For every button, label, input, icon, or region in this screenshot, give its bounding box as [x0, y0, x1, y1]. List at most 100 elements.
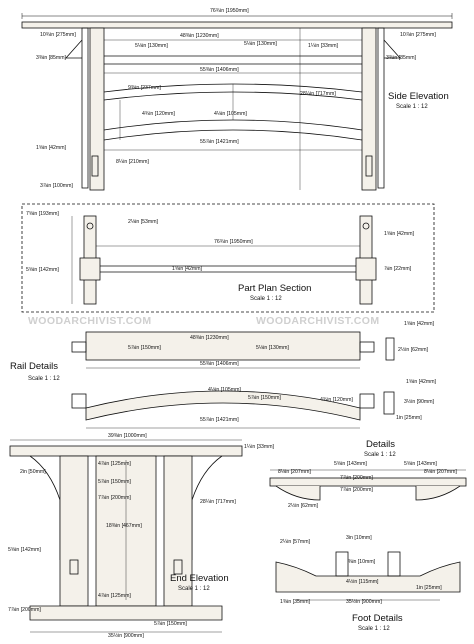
plan-right-peg: [362, 222, 370, 230]
dim-rail-height-a: 4¾in [120mm]: [142, 111, 175, 117]
dim-detail-inner-right: 5⅝in [143mm]: [404, 461, 437, 467]
dim-upper-end-w: 2½in [62mm]: [398, 347, 428, 353]
dim-lower-tenon-l: 5⅞in [150mm]: [248, 395, 281, 401]
dim-foot-foot-h: 1⅜in [35mm]: [280, 599, 310, 605]
dim-detail-height: 2½in [62mm]: [288, 503, 318, 509]
rail-details-drawing: [71, 331, 395, 429]
right-leg-edge: [377, 27, 385, 189]
left-leg: [89, 27, 105, 191]
dim-right-overhang: 10⅞in [275mm]: [400, 32, 436, 38]
end-left-mortise: [69, 559, 79, 575]
foot-left-mortise: [335, 551, 349, 577]
plan-section-scale: Scale 1 : 12: [250, 296, 282, 302]
dim-end-overhang: 1¼in [33mm]: [308, 43, 338, 49]
dim-plan-rail-right: ⅞in [22mm]: [384, 266, 412, 272]
dim-foot-toe: 1in [25mm]: [416, 585, 442, 591]
lower-rail-right-tenon: [359, 393, 375, 409]
lower-rail-detail: [85, 390, 361, 421]
dim-plan-length: 76¾in [1950mm]: [214, 239, 253, 245]
detail-left-bracket: [275, 485, 321, 501]
end-foot: [29, 605, 223, 621]
end-elevation-scale: Scale 1 : 12: [178, 586, 210, 592]
watermark-right: WOODARCHIVIST.COM: [256, 315, 380, 327]
bench-top: [21, 21, 453, 29]
upper-rail-right-tenon: [359, 341, 375, 353]
dim-overall-length: 76¾in [1950mm]: [210, 8, 249, 14]
dim-lower-end-w: 3½in [90mm]: [404, 399, 434, 405]
overall-length-dim-line: [21, 13, 453, 19]
dim-lower-end-t: 1in [25mm]: [396, 415, 422, 421]
dim-top-overhang: 10¾in [275mm]: [40, 32, 76, 38]
dim-plan-tenon-right: 1⅝in [42mm]: [384, 231, 414, 237]
end-right-bracket: [191, 455, 223, 560]
dim-leg-width-right: 3⅜in [85mm]: [386, 55, 416, 61]
bracket-details-drawing: [269, 469, 467, 501]
dim-top-rail-length: 55⅜in [1406mm]: [200, 67, 239, 73]
end-right-post: [163, 455, 193, 607]
dim-plan-tenon: 2⅛in [53mm]: [128, 219, 158, 225]
end-elevation-drawing: [9, 439, 243, 633]
foot-profile: [275, 561, 461, 593]
end-elevation-title: End Elevation: [170, 573, 229, 584]
right-leg: [361, 27, 377, 191]
dim-upper-length: 55⅜in [1406mm]: [200, 361, 239, 367]
dim-end-post-low: 4⅞in [125mm]: [98, 593, 131, 599]
dim-lower-end-h: 1⅝in [42mm]: [406, 379, 436, 385]
dim-detail-bracket-l: 8⅛in [207mm]: [278, 469, 311, 475]
details-scale: Scale 1 : 12: [364, 452, 396, 458]
rail-details-title: Rail Details: [10, 361, 59, 372]
end-left-post: [59, 455, 89, 607]
dim-end-post-w: 4⅞in [125mm]: [98, 461, 131, 467]
dim-end-overhang: 2in [50mm]: [20, 469, 46, 475]
dim-rail-inset-right: 5⅛in [130mm]: [244, 41, 277, 47]
end-right-mortise: [173, 559, 183, 575]
dim-foot-total: 35½in [900mm]: [346, 599, 382, 605]
dim-lower-length: 55⅞in [1421mm]: [200, 417, 239, 423]
dim-upper-tenon-r: 5⅛in [130mm]: [256, 345, 289, 351]
dim-rail-height-b: 4⅛in [105mm]: [214, 111, 247, 117]
detail-right-bracket: [415, 485, 461, 501]
dim-plan-leg-span: 5⅝in [142mm]: [26, 267, 59, 273]
dim-end-top-thick: 1¼in [33mm]: [244, 444, 274, 450]
dim-inner-span: 48⅜in [1230mm]: [180, 33, 219, 39]
foot-details-title: Foot Details: [352, 613, 403, 624]
dim-end-top-width: 39⅜in [1000mm]: [108, 433, 147, 439]
plan-section-frame: [21, 203, 435, 313]
upper-rail-left-tenon: [71, 341, 87, 353]
plan-stretcher: [100, 265, 356, 273]
right-mortise: [365, 155, 373, 177]
dim-end-post-gap: 5⅞in [150mm]: [98, 479, 131, 485]
dim-end-base: 35½in [900mm]: [108, 633, 144, 639]
dim-arch-rise: 9⅜in [237mm]: [128, 85, 161, 91]
dim-end-overall-h: 28¼in [717mm]: [200, 499, 236, 505]
upper-rail-end-view: [385, 337, 395, 361]
dim-rail-inset: 5⅛in [130mm]: [135, 43, 168, 49]
dim-foot-shoulder: 4½in [115mm]: [346, 579, 379, 585]
dim-upper-inner: 48⅜in [1230mm]: [190, 335, 229, 341]
dim-detail-bracket-r: 8⅛in [207mm]: [424, 469, 457, 475]
dim-foot-mortise: ⅜in [10mm]: [348, 559, 376, 565]
detail-top-rail: [269, 477, 467, 487]
rail-details-scale: Scale 1 : 12: [28, 376, 60, 382]
plan-right-block: [355, 257, 377, 281]
plan-left-block: [79, 257, 101, 281]
lower-rail-end-view: [383, 391, 395, 415]
dim-detail-mid: 7⅞in [200mm]: [340, 475, 373, 481]
upper-rail: [104, 55, 362, 65]
watermark-left: WOODARCHIVIST.COM: [28, 315, 152, 327]
dim-leg-width: 3⅜in [85mm]: [36, 55, 66, 61]
dim-upper-end-h: 1⅝in [42mm]: [404, 321, 434, 327]
dim-bottom-rail-length: 55⅞in [1421mm]: [200, 139, 239, 145]
side-elevation-drawing: [21, 13, 453, 191]
foot-right-mortise: [387, 551, 401, 577]
dim-overall-height: 28¼in [717mm]: [300, 91, 336, 97]
upper-rail-detail: [85, 331, 361, 361]
lower-arched-rail: [103, 119, 363, 141]
dim-lower-rise: 4⅛in [105mm]: [208, 387, 241, 393]
left-leg-edge: [81, 27, 89, 189]
end-top: [9, 445, 243, 457]
foot-details-scale: Scale 1 : 12: [358, 626, 390, 632]
lower-rail-left-tenon: [71, 393, 87, 409]
dim-foot-height-top: 2¼in [57mm]: [280, 539, 310, 545]
